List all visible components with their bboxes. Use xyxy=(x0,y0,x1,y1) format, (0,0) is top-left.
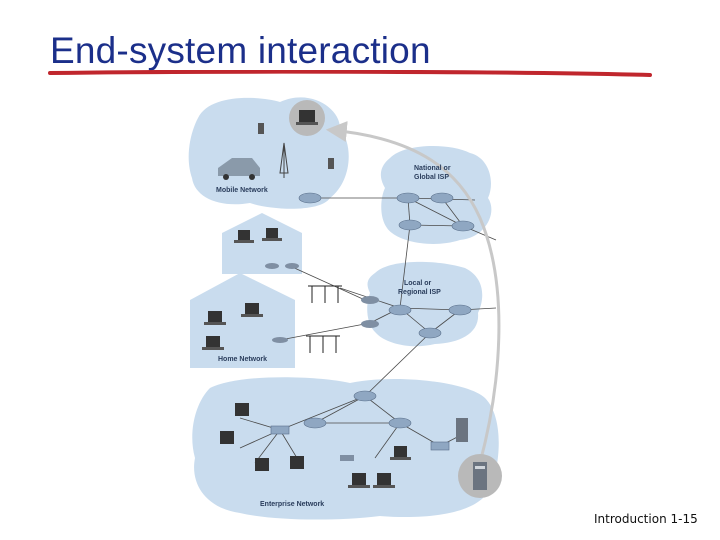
label-national-isp-1: National or xyxy=(414,165,451,172)
modems xyxy=(265,263,379,461)
slide-title: End-system interaction xyxy=(50,30,431,71)
label-national-isp-2: Global ISP xyxy=(414,174,449,181)
home-network-house-2 xyxy=(190,273,295,368)
local-isp-cloud xyxy=(367,261,483,347)
slide-footer: Introduction 1-15 xyxy=(594,512,698,526)
label-local-isp-2: Regional ISP xyxy=(398,289,441,296)
utility-poles xyxy=(306,285,342,353)
home-network-house-1 xyxy=(222,213,302,274)
enterprise-network-cloud xyxy=(192,377,499,520)
label-home-network: Home Network xyxy=(218,356,267,363)
label-mobile-network: Mobile Network xyxy=(216,187,268,194)
mobile-devices xyxy=(218,123,334,180)
title-underline xyxy=(48,70,652,77)
network-diagram: Mobile Network National or Global ISP Lo… xyxy=(188,97,502,520)
mobile-network-cloud xyxy=(188,97,349,209)
interaction-arrow xyxy=(325,121,501,464)
label-local-isp-1: Local or xyxy=(404,280,432,287)
label-enterprise-network: Enterprise Network xyxy=(260,501,324,508)
end-hosts xyxy=(202,228,468,488)
routers xyxy=(270,192,475,451)
